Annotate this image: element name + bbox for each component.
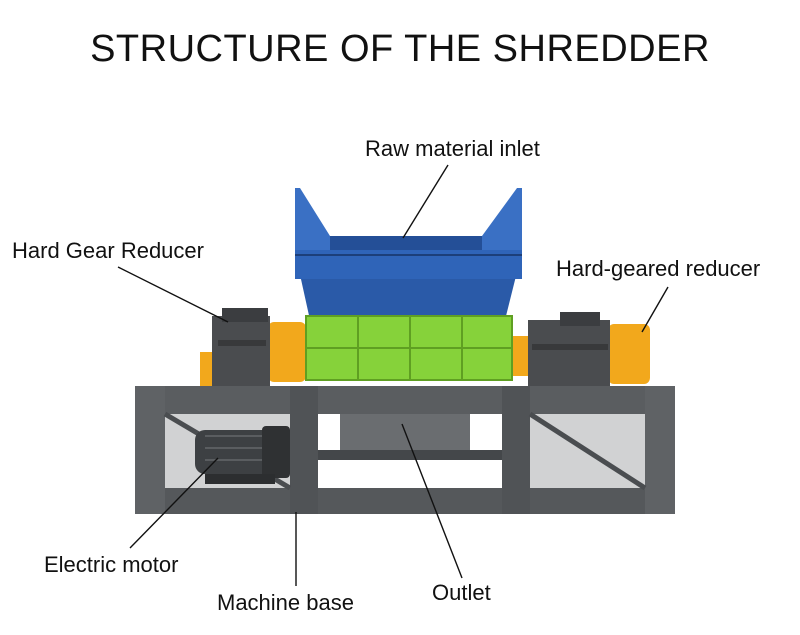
left-reducer-leader-line (117, 266, 229, 323)
label-raw-material-inlet: Raw material inlet (365, 136, 540, 161)
label-hard-gear-reducer: Hard Gear Reducer (12, 238, 204, 263)
right-reducer-leader-line (641, 286, 669, 333)
right-gearbox (528, 312, 610, 386)
motor-leader-line (129, 457, 219, 549)
hopper (295, 188, 522, 320)
yellow-bearing-blocks (200, 322, 650, 392)
label-outlet: Outlet (432, 580, 491, 605)
label-machine-base: Machine base (217, 590, 354, 615)
left-gearbox (212, 308, 270, 386)
label-electric-motor: Electric motor (44, 552, 179, 577)
outlet-leader-line (401, 423, 463, 579)
electric-motor (195, 426, 290, 484)
shredding-box (305, 315, 513, 381)
label-hard-geared-reducer: Hard-geared reducer (556, 256, 761, 281)
inlet-leader-line (402, 164, 449, 239)
diagram-title: STRUCTURE OF THE SHREDDER (90, 28, 710, 70)
